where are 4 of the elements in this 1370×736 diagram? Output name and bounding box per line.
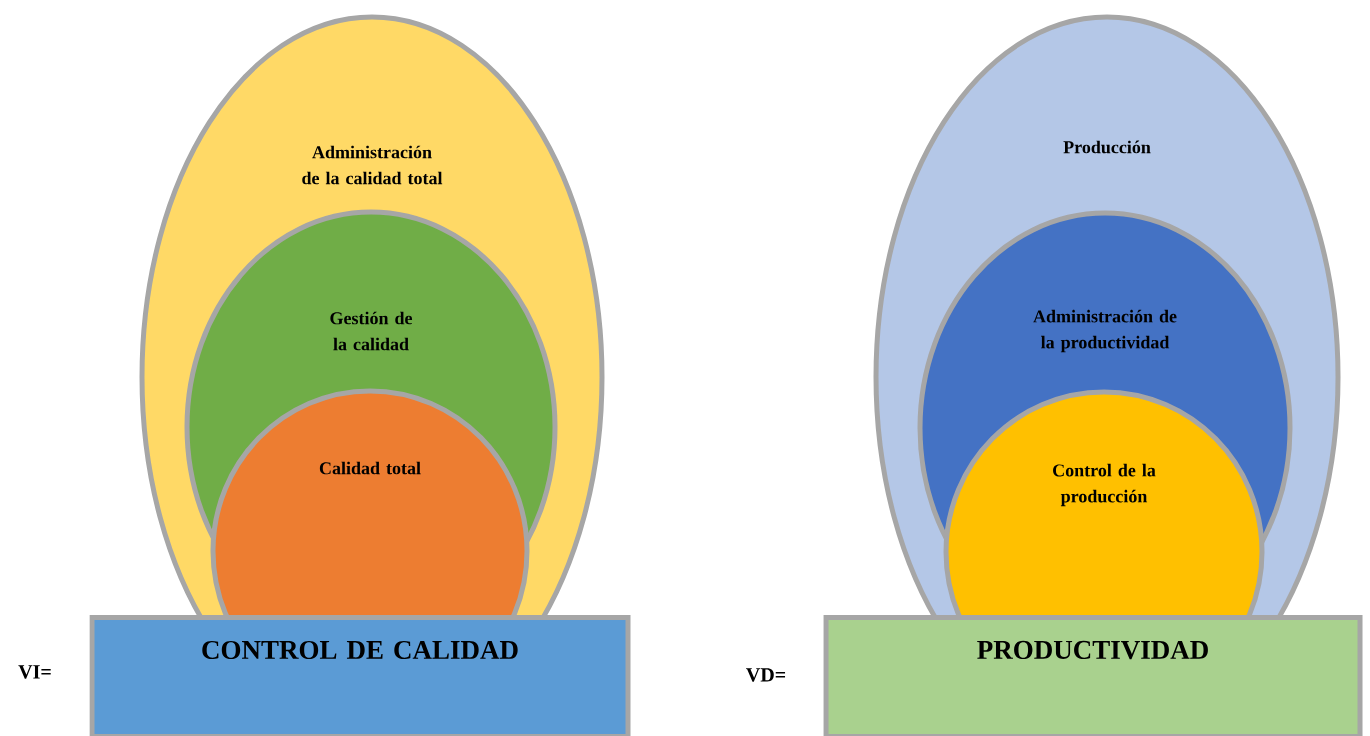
banner-box: PRODUCTIVIDAD	[823, 615, 1363, 736]
banner-box: CONTROL DE CALIDAD	[89, 615, 631, 736]
variable-label: VD=	[746, 668, 786, 682]
variable-label: VI=	[18, 665, 51, 679]
